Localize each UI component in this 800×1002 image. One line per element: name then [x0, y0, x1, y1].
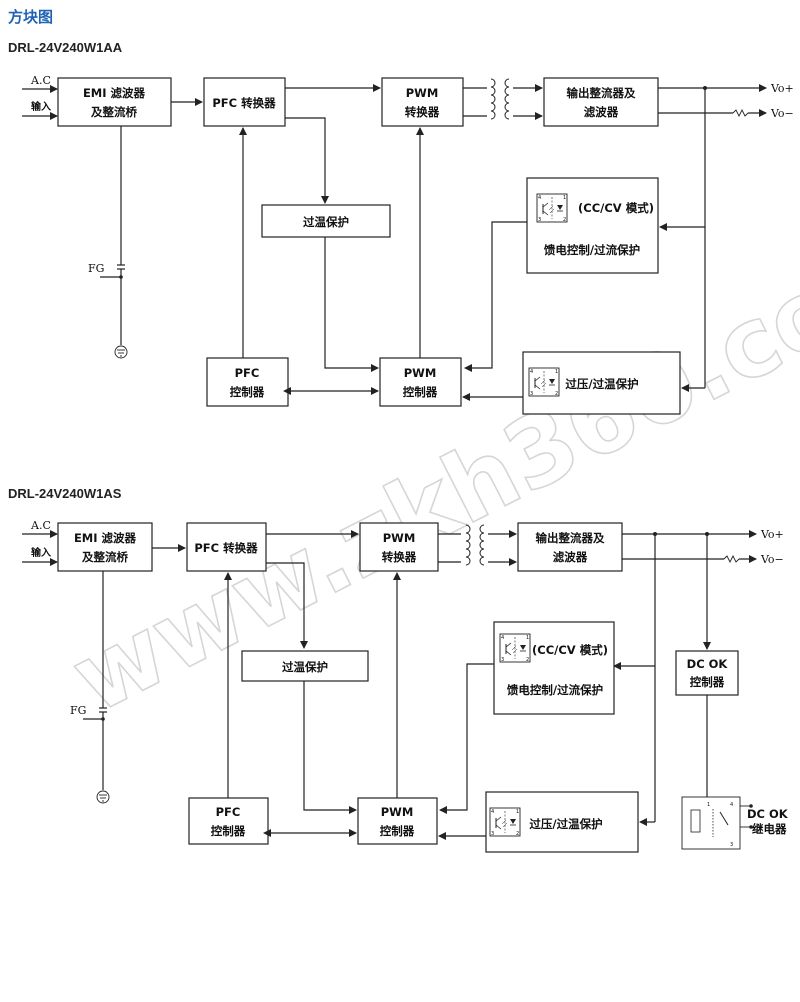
model-label-aa: DRL-24V240W1AA	[8, 40, 123, 55]
svg-text:EMI 滤波器: EMI 滤波器	[83, 86, 146, 100]
diagram-aa: A.C 输入 EMI 滤波器 及整流桥 FG	[22, 74, 794, 415]
svg-text:A.C: A.C	[30, 74, 51, 87]
svg-text:控制器: 控制器	[690, 675, 725, 689]
optocoupler-icon	[536, 193, 568, 224]
svg-text:过压/过温保护: 过压/过温保护	[529, 817, 602, 831]
model-label-as: DRL-24V240W1AS	[8, 486, 122, 501]
svg-text:Vo+: Vo+	[770, 82, 794, 95]
input-terminal: 输入	[22, 546, 58, 566]
page-title: 方块图	[8, 8, 54, 26]
pwm-converter-block: PWM 转换器	[359, 522, 439, 572]
fg-ground: FG	[88, 126, 128, 359]
svg-text:输出整流器及: 输出整流器及	[536, 531, 605, 545]
svg-text:PWM: PWM	[404, 366, 437, 380]
optocoupler-icon	[499, 633, 531, 664]
diagram-as: A.C 输入 EMI 滤波器 及整流桥 FG P	[22, 519, 789, 853]
svg-text:A.C: A.C	[30, 519, 51, 532]
transformer-icon	[490, 78, 510, 120]
output-rectifier-block: 输出整流器及 滤波器	[517, 522, 623, 572]
relay-switch-icon	[719, 811, 729, 826]
pfc-controller-block: PFC 控制器	[206, 357, 289, 407]
fg-ground: FG	[70, 571, 110, 804]
relay-coil-icon	[690, 809, 701, 833]
svg-text:PWM: PWM	[381, 805, 414, 819]
svg-text:4: 4	[730, 802, 733, 808]
svg-text:(CC/CV 模式): (CC/CV 模式)	[578, 201, 654, 215]
svg-text:PFC: PFC	[235, 366, 260, 380]
svg-text:滤波器: 滤波器	[584, 105, 619, 119]
emi-filter-block: EMI 滤波器 及整流桥	[57, 522, 153, 572]
svg-text:馈电控制/过流保护: 馈电控制/过流保护	[544, 243, 640, 257]
svg-text:控制器: 控制器	[403, 385, 438, 399]
pwm-controller-block: PWM 控制器	[357, 797, 438, 845]
svg-text:Vo−: Vo−	[760, 553, 784, 566]
svg-text:转换器: 转换器	[382, 550, 417, 564]
emi-filter-block: EMI 滤波器 及整流桥	[57, 77, 172, 127]
svg-text:1: 1	[707, 802, 710, 808]
over-temp-block: 过温保护	[241, 650, 369, 682]
output-rectifier-block: 输出整流器及 滤波器	[543, 77, 659, 127]
over-voltage-block: 过压/过温保护	[522, 351, 681, 415]
svg-text:EMI 滤波器: EMI 滤波器	[74, 531, 137, 545]
resistor-icon	[723, 554, 740, 564]
svg-text:DC OK: DC OK	[747, 807, 789, 821]
dc-ok-relay: 1 4 3 DC OK 继电器	[681, 796, 789, 850]
svg-text:馈电控制/过流保护: 馈电控制/过流保护	[507, 683, 603, 697]
svg-text:输入: 输入	[31, 546, 51, 559]
svg-text:控制器: 控制器	[211, 824, 246, 838]
svg-text:FG: FG	[70, 704, 86, 717]
resistor-icon	[732, 108, 749, 118]
svg-text:PWM: PWM	[406, 86, 439, 100]
svg-text:PWM: PWM	[383, 531, 416, 545]
svg-text:过压/过温保护: 过压/过温保护	[565, 377, 638, 391]
svg-text:Vo+: Vo+	[760, 528, 784, 541]
svg-text:滤波器: 滤波器	[553, 550, 588, 564]
over-temp-block: 过温保护	[261, 204, 391, 238]
svg-text:输入: 输入	[31, 100, 51, 113]
svg-text:过温保护: 过温保护	[303, 215, 349, 229]
svg-text:过温保护: 过温保护	[282, 660, 328, 674]
svg-text:转换器: 转换器	[405, 105, 440, 119]
feedback-control-block: (CC/CV 模式) 馈电控制/过流保护	[526, 177, 659, 274]
input-ac: A.C	[22, 519, 58, 538]
dc-ok-controller-block: DC OK 控制器	[675, 650, 739, 696]
pfc-controller-block: PFC 控制器	[188, 797, 269, 845]
optocoupler-icon	[489, 807, 521, 838]
input-terminal: 输入	[22, 100, 58, 120]
svg-text:PFC 转换器: PFC 转换器	[212, 96, 276, 110]
pwm-converter-block: PWM 转换器	[381, 77, 464, 127]
over-voltage-block: 过压/过温保护	[485, 791, 639, 853]
input-ac: A.C	[22, 74, 58, 93]
output-vplus: Vo+	[658, 82, 794, 95]
svg-text:FG: FG	[88, 262, 104, 275]
svg-text:3: 3	[730, 842, 733, 848]
svg-text:DC OK: DC OK	[687, 657, 729, 671]
svg-text:及整流桥: 及整流桥	[91, 105, 137, 119]
optocoupler-icon	[528, 367, 560, 398]
svg-text:控制器: 控制器	[380, 824, 415, 838]
svg-text:控制器: 控制器	[230, 385, 265, 399]
svg-text:继电器: 继电器	[752, 822, 787, 836]
output-vplus: Vo+	[622, 528, 784, 541]
pwm-controller-block: PWM 控制器	[379, 357, 462, 407]
svg-text:输出整流器及: 输出整流器及	[567, 86, 636, 100]
output-vminus: Vo−	[622, 553, 784, 566]
svg-text:(CC/CV 模式): (CC/CV 模式)	[532, 643, 608, 657]
feedback-control-block: (CC/CV 模式) 馈电控制/过流保护	[493, 621, 615, 715]
svg-text:PFC 转换器: PFC 转换器	[194, 541, 258, 555]
pfc-converter-block: PFC 转换器	[203, 77, 286, 127]
svg-text:Vo−: Vo−	[770, 107, 794, 120]
pfc-converter-block: PFC 转换器	[186, 522, 267, 572]
output-vminus: Vo−	[658, 107, 794, 120]
svg-text:及整流桥: 及整流桥	[82, 550, 128, 564]
svg-text:PFC: PFC	[216, 805, 241, 819]
